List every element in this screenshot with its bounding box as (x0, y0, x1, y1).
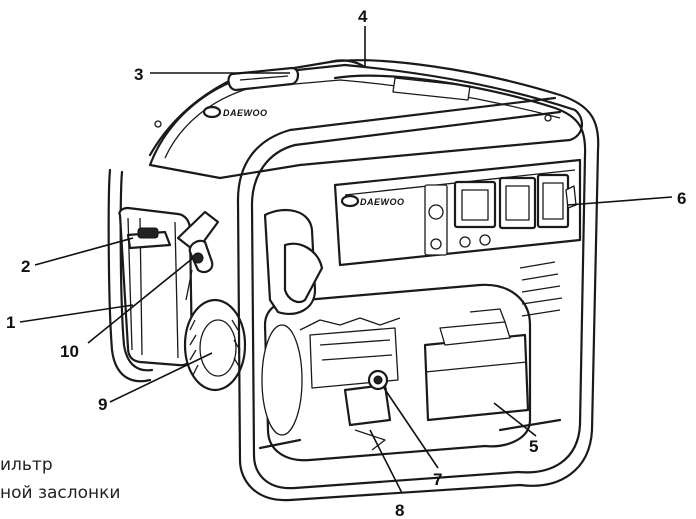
leader-lines (19, 26, 673, 494)
callout-labels: 1 2 3 4 5 6 7 8 9 10 (6, 7, 686, 519)
leader-5 (493, 402, 537, 437)
callout-7: 7 (433, 470, 442, 489)
caption-line-2: ной заслонки (0, 483, 121, 503)
air-filter (118, 206, 194, 367)
control-panel: DAEWOO (333, 158, 582, 267)
side-bracket (263, 208, 324, 316)
callout-9: 9 (98, 395, 107, 414)
leader-2 (34, 237, 134, 266)
choke-lever (176, 210, 220, 301)
battery-box (423, 308, 530, 422)
callout-3: 3 (134, 65, 143, 84)
callout-1: 1 (6, 313, 15, 332)
caption-line-1: ильтр (0, 455, 53, 475)
recoil-starter (183, 298, 247, 392)
callout-6: 6 (677, 189, 686, 208)
panel-brand-label: DAEWOO (360, 197, 405, 207)
leader-1 (19, 304, 134, 323)
callout-2: 2 (21, 257, 30, 276)
leader-9 (109, 352, 213, 403)
oil-filler-cap (367, 369, 389, 391)
leader-7 (383, 387, 439, 469)
leader-10 (87, 257, 194, 344)
leader-6 (567, 196, 673, 206)
callout-5: 5 (529, 437, 538, 456)
frame-front (236, 59, 600, 502)
leader-8 (369, 429, 403, 494)
tank-brand-label: DAEWOO (223, 108, 268, 118)
callout-4: 4 (358, 7, 368, 26)
callout-10: 10 (60, 342, 79, 361)
callout-8: 8 (395, 501, 404, 519)
